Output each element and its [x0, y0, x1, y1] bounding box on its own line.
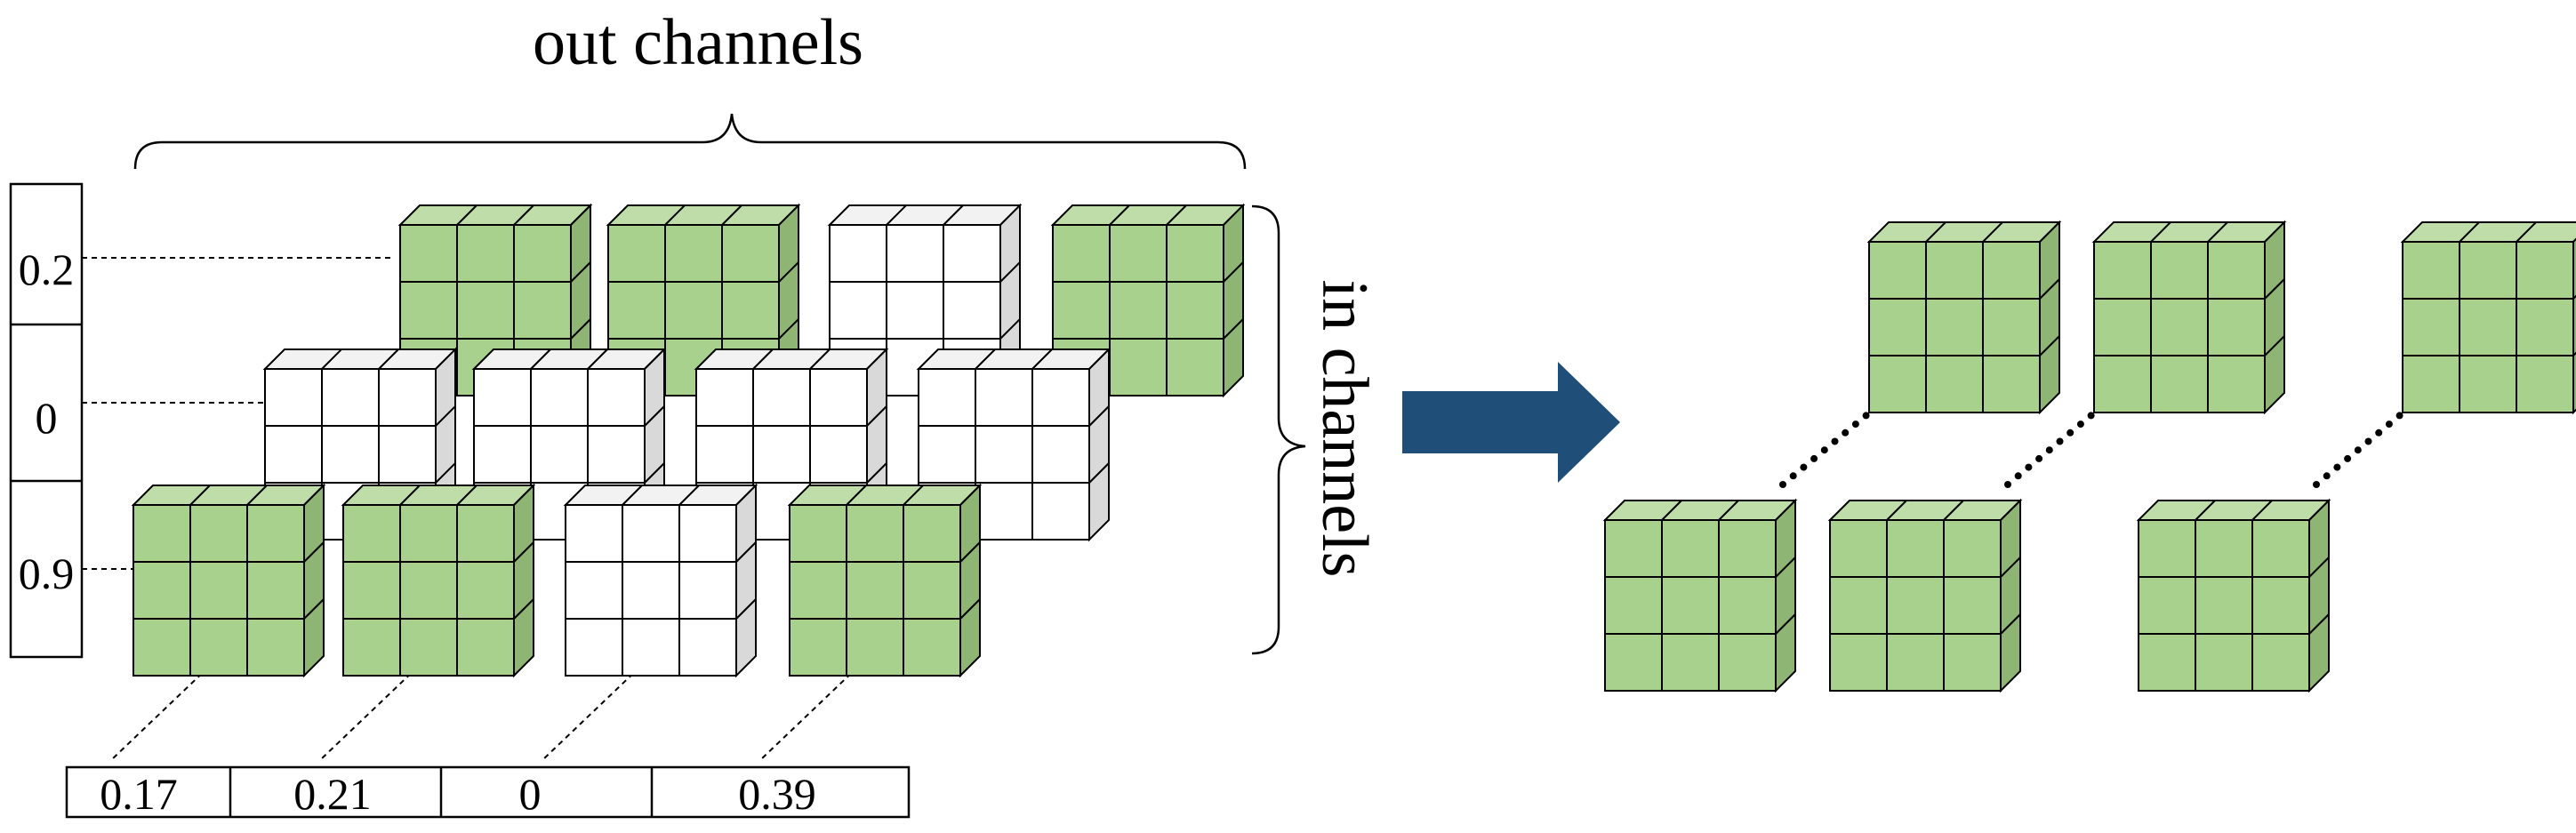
right-arrow-icon: [1402, 362, 1620, 483]
pruned-result-filters: [1602, 220, 2576, 693]
depth-dot: [1831, 437, 1839, 445]
depth-dot: [1810, 454, 1818, 462]
depth-dot: [2066, 429, 2074, 437]
column-scale-value: 0.21: [293, 769, 372, 819]
depth-dot: [2056, 437, 2064, 445]
depth-dot: [2333, 463, 2341, 471]
column-scale-value: 0.39: [738, 769, 816, 819]
filter-cube: [2400, 221, 2576, 415]
depth-dot: [2354, 446, 2362, 454]
out-channels-brace-icon: [133, 113, 1247, 170]
depth-dot: [2025, 463, 2033, 471]
depth-dot: [1800, 463, 1808, 471]
scale-connectors: [82, 257, 859, 761]
depth-dot: [2087, 412, 2095, 420]
depth-dot: [1842, 429, 1850, 437]
column-scale-value: 0: [519, 769, 542, 819]
out-channels-label: out channels: [533, 6, 863, 79]
filter-cube: [341, 483, 536, 678]
depth-dot: [1789, 472, 1797, 480]
depth-dot: [1779, 481, 1786, 488]
row-scale-value: 0.9: [19, 549, 75, 598]
depth-dot: [2045, 446, 2053, 454]
depth-dot: [2323, 472, 2331, 480]
depth-dot: [1851, 421, 1859, 429]
depth-dot: [2364, 437, 2372, 445]
column-scale-table: 0.17 0.21 0 0.39: [65, 765, 911, 819]
depth-dot: [2035, 454, 2043, 462]
in-channels-brace-icon: [1251, 204, 1306, 655]
row-scale-value: 0: [36, 393, 58, 443]
filter-cube: [2136, 498, 2331, 693]
depth-dot: [1820, 446, 1828, 454]
row-scale-table: 0.2 0 0.9: [9, 182, 84, 659]
filter-cube: [563, 483, 758, 678]
depth-dot: [2385, 421, 2393, 429]
depth-dot: [2004, 481, 2011, 488]
front-row-filters: [131, 483, 983, 678]
depth-dot: [2344, 454, 2352, 462]
depth-dot: [2395, 412, 2403, 420]
filter-cube: [787, 483, 983, 678]
column-scale-value: 0.17: [100, 769, 178, 819]
depth-dot: [1862, 412, 1870, 420]
filter-cube: [1602, 498, 1798, 693]
depth-dot: [2014, 472, 2022, 480]
filter-cube: [1827, 498, 2023, 693]
in-channels-label: in channels: [1308, 280, 1381, 578]
depth-dot: [2375, 429, 2383, 437]
row-scale-value: 0.2: [19, 244, 75, 294]
filter-cube: [2091, 220, 2287, 415]
filter-cube: [1866, 220, 2062, 415]
depth-dot: [2313, 481, 2320, 488]
filter-cube: [131, 483, 326, 678]
depth-dot: [2076, 421, 2084, 429]
